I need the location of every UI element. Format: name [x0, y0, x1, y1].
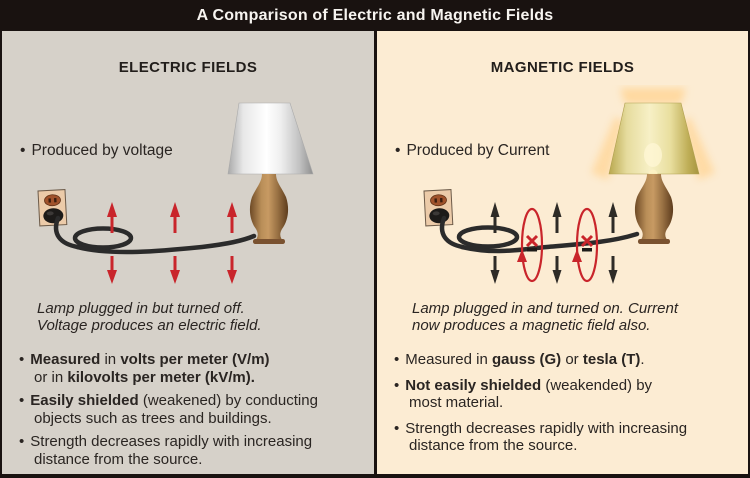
list-item: •Measured in volts per meter (V/m) or in…	[19, 351, 270, 386]
electric-field-illustration	[37, 102, 314, 284]
magnetic-caption: Lamp plugged in and turned on. Current n…	[412, 300, 678, 334]
field-arrow-up-icon	[608, 202, 618, 233]
field-arrow-up-icon	[227, 202, 237, 233]
wall-outlet-icon	[37, 189, 68, 227]
electric-caption: Lamp plugged in but turned off. Voltage …	[37, 300, 262, 334]
field-arrow-up-icon	[552, 202, 562, 233]
bullet-icon: •	[19, 392, 25, 409]
field-arrow-down-icon	[227, 256, 237, 284]
list-item: •Measured in gauss (G) or tesla (T).	[394, 351, 645, 368]
bullet-icon: •	[395, 142, 401, 159]
electric-field-arrows	[107, 202, 237, 284]
list-item: •Strength decreases rapidly with increas…	[394, 419, 688, 455]
wall-outlet-icon	[423, 189, 454, 227]
field-arrow-up-icon	[490, 202, 500, 233]
magnetic-field-illustration	[423, 88, 715, 284]
list-item: •Easily shielded (weakened) by conductin…	[19, 392, 318, 427]
list-item: •Not easily shielded (weakended) by most…	[394, 376, 653, 412]
lamp-glow	[591, 88, 715, 180]
power-cord	[53, 215, 257, 255]
caption-line: now produces a magnetic field also.	[412, 317, 651, 334]
magnetic-field-arrows	[490, 202, 618, 284]
magnetic-produced-by: •Produced by Current	[395, 142, 550, 159]
field-arrow-up-icon	[170, 202, 180, 233]
field-arrow-down-icon	[107, 256, 117, 284]
field-arrow-down-icon	[170, 256, 180, 284]
field-arrow-up-icon	[107, 202, 117, 233]
lamp-off-icon	[227, 102, 314, 244]
field-loop-icon	[572, 207, 599, 283]
magnetic-panel-title: MAGNETIC FIELDS	[490, 59, 635, 76]
lamp-on-icon	[608, 102, 700, 244]
magnetic-fields-panel: MAGNETIC FIELDS •Produced by Current	[377, 31, 748, 474]
field-arrow-down-icon	[608, 256, 618, 284]
diagram-title: A Comparison of Electric and Magnetic Fi…	[196, 6, 554, 24]
electric-produced-by: •Produced by voltage	[20, 142, 173, 159]
list-item: •Strength decreases rapidly with increas…	[19, 433, 313, 468]
caption-line: Voltage produces an electric field.	[37, 317, 262, 334]
bullet-icon: •	[19, 351, 25, 368]
bullet-icon: •	[394, 419, 400, 437]
bullet-icon: •	[394, 351, 400, 368]
diagram-title-bar: A Comparison of Electric and Magnetic Fi…	[0, 0, 750, 31]
bullet-icon: •	[19, 433, 25, 450]
field-arrow-down-icon	[552, 256, 562, 284]
bullet-icon: •	[394, 376, 400, 394]
caption-line: Lamp plugged in and turned on. Current	[412, 300, 679, 317]
bulb-icon	[644, 143, 662, 167]
field-loop-icon	[517, 207, 544, 283]
field-arrow-down-icon	[490, 256, 500, 284]
electric-bullet-list: •Measured in volts per meter (V/m) or in…	[19, 351, 369, 474]
magnetic-field-loops	[517, 207, 599, 283]
power-cord	[439, 215, 640, 254]
caption-line: Lamp plugged in but turned off.	[37, 300, 245, 317]
electric-fields-panel: ELECTRIC FIELDS •Produced by voltage	[2, 31, 374, 474]
magnetic-bullet-list: •Measured in gauss (G) or tesla (T). •No…	[394, 351, 743, 463]
bullet-icon: •	[20, 142, 26, 159]
electric-panel-title: ELECTRIC FIELDS	[118, 59, 258, 76]
